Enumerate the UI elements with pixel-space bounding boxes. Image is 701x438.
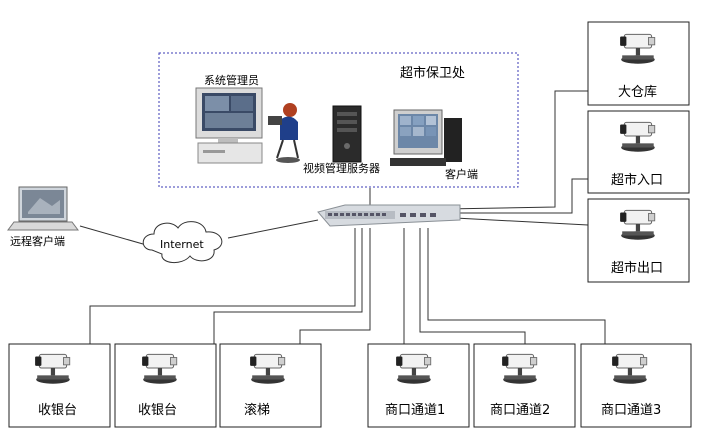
camera-label: 商口通道3 <box>601 403 661 418</box>
camera-label: 收银台 <box>138 403 177 418</box>
camera-box-checkout-1: 收银台 <box>9 344 110 427</box>
camera-box-entrance: 超市入口 <box>588 111 689 193</box>
server-label: 视频管理服务器 <box>303 161 380 175</box>
camera-label: 收银台 <box>38 403 77 418</box>
laptop-icon <box>8 187 78 230</box>
security-office-group: 超市保卫处 系统管理员 视频管理服务器 <box>159 53 518 187</box>
network-switch-icon <box>318 205 460 226</box>
client-label: 客户端 <box>445 167 478 181</box>
camera-label: 超市出口 <box>611 260 663 276</box>
camera-box-passage-3: 商口通道3 <box>581 344 691 427</box>
security-office-title: 超市保卫处 <box>400 65 465 81</box>
camera-label: 大仓库 <box>618 84 657 100</box>
camera-label: 超市入口 <box>611 172 663 188</box>
camera-label: 滚梯 <box>244 402 270 418</box>
camera-box-checkout-2: 收银台 <box>115 344 216 427</box>
camera-box-warehouse: 大仓库 <box>588 22 689 105</box>
camera-box-exit: 超市出口 <box>588 199 689 282</box>
client-workstation-icon <box>390 110 462 166</box>
camera-box-escalator: 滚梯 <box>220 344 321 427</box>
camera-label: 商口通道2 <box>490 403 550 418</box>
admin-label: 系统管理员 <box>204 73 259 87</box>
internet-label: Internet <box>160 238 204 251</box>
server-icon <box>333 106 361 162</box>
admin-workstation-icon <box>196 88 300 163</box>
camera-box-passage-1: 商口通道1 <box>368 344 469 427</box>
remote-client-label: 远程客户端 <box>10 234 65 248</box>
camera-label: 商口通道1 <box>385 403 445 418</box>
camera-box-passage-2: 商口通道2 <box>474 344 575 427</box>
